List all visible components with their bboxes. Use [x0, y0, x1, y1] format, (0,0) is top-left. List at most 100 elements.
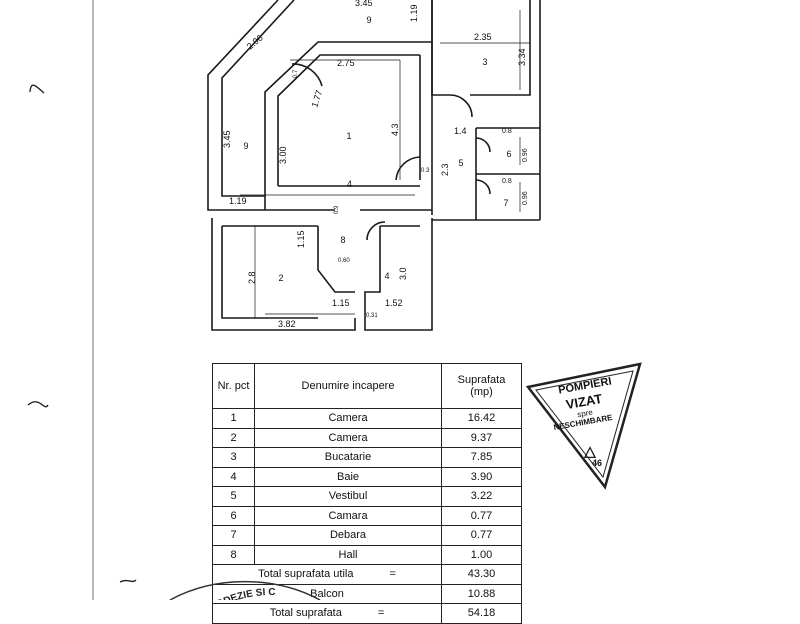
header-nr: Nr. pct — [212, 363, 255, 409]
total-label: Total suprafata — [269, 607, 342, 620]
page-edge — [92, 0, 94, 600]
dim-275: 2.75 — [337, 58, 355, 68]
row-name: Debara — [254, 525, 442, 546]
dim-119a: 1.19 — [409, 4, 419, 22]
wall-room4 — [364, 218, 433, 331]
row-area: 3.90 — [441, 466, 522, 487]
row-nr: 4 — [212, 466, 255, 487]
dim-382: 3.82 — [278, 319, 296, 329]
dim-152: 1.52 — [385, 298, 403, 308]
dim-23: 2.3 — [440, 163, 450, 176]
dim-14: 1.4 — [454, 126, 467, 136]
wall-room3-left — [431, 0, 450, 96]
room-label-1: 1 — [346, 131, 351, 141]
total-cell: Total suprafata = — [212, 603, 442, 624]
dim-177: 1.77 — [309, 89, 324, 109]
row-area: 3.22 — [441, 486, 522, 507]
wall-room2 — [211, 218, 356, 331]
row-name: Camera — [254, 427, 442, 448]
dim-4: 4 — [347, 179, 352, 189]
dim-334: 3.34 — [517, 48, 527, 66]
balcon-label: Balcon — [212, 583, 442, 604]
dim-300: 3.00 — [278, 146, 288, 164]
wall-room9-outer — [207, 0, 279, 211]
total-util-eq: = — [389, 568, 396, 581]
room-label-9-left: 9 — [243, 141, 248, 151]
stamp-number: 46 — [591, 458, 602, 468]
row-nr: 2 — [212, 427, 255, 448]
room-label-8: 8 — [340, 235, 345, 245]
row-nr: 7 — [212, 525, 255, 546]
dim-115b: 1.15 — [332, 298, 350, 308]
total-util-cell: Total suprafata utila= — [212, 564, 442, 585]
flame-icon: 🜂 — [583, 445, 597, 462]
row-area: 0.77 — [441, 525, 522, 546]
room-label-3: 3 — [482, 57, 487, 67]
dim-115a: 1.15 — [296, 230, 306, 248]
rooms-table: Nr. pct Denumire incapere Suprafata (mp)… — [212, 363, 522, 624]
dim-43: 4.3 — [390, 123, 400, 136]
door-arc-5 — [395, 156, 421, 181]
row-area: 7.85 — [441, 447, 522, 468]
dim-08b: 0.8 — [502, 178, 512, 185]
dim-30: 3.0 — [398, 267, 408, 280]
stamp-triangle: 🜂 — [525, 362, 642, 490]
total-util-value: 43.30 — [441, 564, 522, 585]
room-label-6: 6 — [506, 149, 511, 159]
total-value: 54.18 — [441, 603, 522, 624]
total-eq: = — [377, 607, 385, 620]
header-area: Suprafata (mp) — [441, 363, 522, 409]
row-name: Camera — [254, 408, 442, 429]
wall-room9-inner — [221, 0, 295, 197]
dim-345v: 3.45 — [222, 130, 232, 148]
door-arc-7 — [475, 179, 491, 195]
balcon-value: 10.88 — [441, 583, 522, 604]
row-area: 9.37 — [441, 427, 522, 448]
row-nr: 5 — [212, 486, 255, 507]
row-nr: 8 — [212, 544, 255, 565]
table-header-row: Nr. pct Denumire incapere Suprafata (mp) — [212, 363, 522, 409]
total-row: Total suprafata = 54.18 — [212, 603, 522, 624]
row-name: Bucatarie — [254, 447, 442, 468]
dim-096b: 0.96 — [522, 191, 529, 205]
dim-119b: 1.19 — [229, 196, 247, 206]
row-nr: 1 — [212, 408, 255, 429]
room-label-2: 2 — [278, 273, 283, 283]
balcon-row: Balcon 10.88 — [212, 583, 522, 604]
dim-096a: 0.96 — [522, 148, 529, 162]
room-label-4: 4 — [384, 271, 389, 281]
wall-room1-inner — [277, 54, 420, 186]
margin-mark-3 — [119, 579, 137, 583]
dim-060: 0.60 — [338, 258, 350, 264]
margin-mark-2 — [27, 401, 49, 408]
row-name: Baie — [254, 466, 442, 487]
row-nr: 3 — [212, 447, 255, 468]
row-area: 1.00 — [441, 544, 522, 565]
door-arc-1 — [291, 63, 323, 87]
row-name: Hall — [254, 544, 442, 565]
total-util-row: Total suprafata utila= 43.30 — [212, 564, 522, 585]
wall-room2-inner — [221, 226, 318, 319]
dim-28: 2.8 — [247, 271, 257, 284]
room-label-7: 7 — [503, 198, 508, 208]
row-name: Camara — [254, 505, 442, 526]
door-arc-3 — [449, 94, 473, 118]
dim-031: 0.31 — [366, 313, 378, 319]
row-area: 0.77 — [441, 505, 522, 526]
wall-hall-left — [317, 226, 355, 293]
door-arc-6 — [475, 137, 491, 153]
row-nr: 6 — [212, 505, 255, 526]
dim-235: 2.35 — [474, 32, 492, 42]
room-label-5: 5 — [458, 158, 463, 168]
dim-08a: 0.8 — [502, 128, 512, 135]
room-label-9-top: 9 — [366, 15, 371, 25]
margin-mark-1 — [29, 84, 45, 94]
